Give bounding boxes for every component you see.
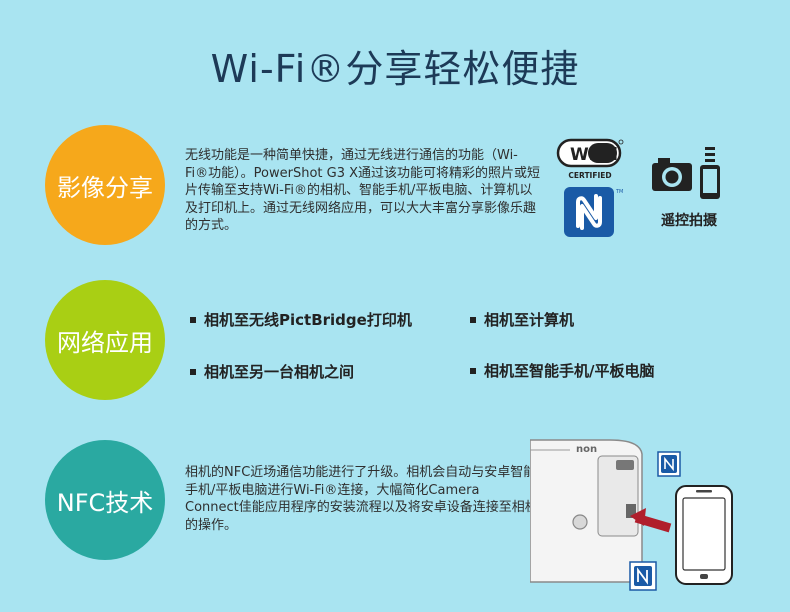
- bullet-square-icon: [190, 368, 196, 375]
- nfc-label: NFC技术: [56, 488, 154, 517]
- page-title: Wi-Fi®分享轻松便捷: [210, 47, 580, 91]
- wifi-description: 无线功能是一种简单快捷，通过无线进行通信的功能（Wi-Fi®功能）。PowerS…: [185, 148, 541, 233]
- bullet-square-icon: [470, 367, 476, 374]
- bullet-text: 相机至无线PictBridge打印机: [204, 311, 412, 329]
- image-share-circle: 影像分享: [45, 125, 165, 245]
- bullet-text: 相机至另一台相机之间: [204, 363, 355, 381]
- wifi-certified-text: CERTIFIED: [568, 171, 611, 180]
- bullet-text: 相机至智能手机/平板电脑: [484, 362, 655, 380]
- network-app-label: 网络应用: [57, 328, 153, 357]
- remote-shooting-icon: [652, 147, 720, 199]
- wifi-logo-text: Wi Fi: [570, 145, 618, 165]
- nfc-circle: NFC技术: [45, 440, 165, 560]
- bullet-square-icon: [470, 316, 476, 323]
- bullet-item: 相机至智能手机/平板电脑: [470, 360, 654, 381]
- nfc-tm-text: TM: [615, 189, 623, 195]
- camera-brand-text: non: [576, 444, 597, 455]
- bullet-item: 相机至无线PictBridge打印机: [190, 309, 412, 330]
- nfc-description: 相机的NFC近场通信功能进行了升级。相机会自动与安卓智能手机/平板电脑进行Wi-…: [185, 465, 538, 533]
- nfc-logo: TM: [564, 187, 623, 237]
- bullet-text: 相机至计算机: [484, 311, 575, 329]
- remote-shooting-label: 遥控拍摄: [661, 213, 717, 229]
- bullet-item: 相机至计算机: [470, 309, 574, 330]
- bullet-item: 相机至另一台相机之间: [190, 361, 354, 382]
- wifi-certified-logo: Wi Fi CERTIFIED: [556, 138, 624, 180]
- nfc-connection-illustration: non: [530, 439, 733, 591]
- bullet-square-icon: [190, 316, 196, 323]
- network-app-circle: 网络应用: [45, 280, 165, 400]
- image-share-label: 影像分享: [57, 173, 153, 202]
